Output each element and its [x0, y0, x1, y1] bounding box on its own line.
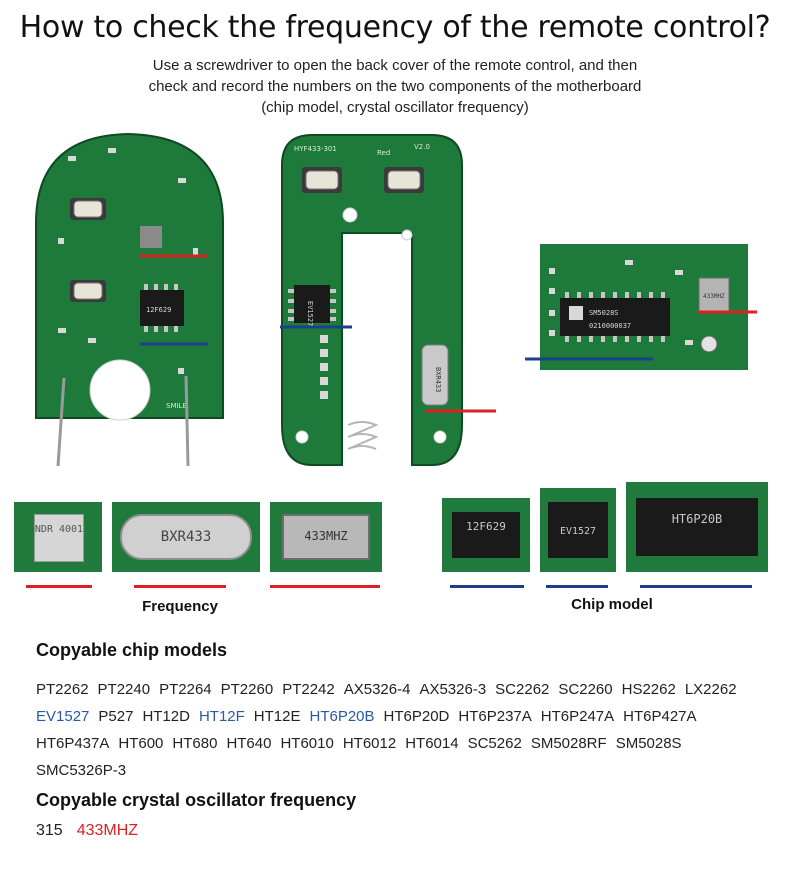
list-item: PT2240 [97, 681, 151, 698]
list-item: HS2262 [621, 681, 676, 698]
right-pcb-image: SM5028S 0210000037 433MHZ [525, 244, 757, 370]
list-item: HT6P20B [309, 708, 375, 725]
list-item: SC2260 [558, 681, 613, 698]
chip-thumb-12f629: 12F629 [442, 498, 530, 572]
433-component [282, 514, 370, 560]
list-item: PT2242 [282, 681, 335, 698]
list-item: HT6P20D [383, 708, 450, 725]
list-item: PT2264 [159, 681, 212, 698]
left-pcb-chip [140, 290, 184, 326]
ev1527-label: EV1527 [559, 526, 597, 537]
list-item: HT6P247A [540, 708, 615, 725]
right-pcb-chip-logo [569, 306, 583, 320]
list-item: HT6P437A [36, 735, 110, 752]
bxr-component [120, 514, 252, 560]
list-item: SMC5326P-3 [36, 762, 127, 779]
list-item: SM5028RF [530, 735, 607, 752]
middle-pcb-crystal [421, 344, 449, 406]
433-label: 433MHZ [304, 529, 348, 543]
left-pcb-chip-label: 12F629 [146, 306, 171, 314]
list-item: AX5326-3 [419, 681, 487, 698]
list-item: PT2262 [36, 681, 89, 698]
subtitle-line: Use a screwdriver to open the back cover… [152, 57, 638, 74]
left-pcb-crystal [140, 226, 162, 248]
list-item: 433MHZ [76, 822, 139, 839]
frequency-thumb-ndr: NDR 4001 [14, 502, 102, 572]
12f629-label: 12F629 [466, 520, 506, 533]
list-item: HT640 [226, 735, 272, 752]
chip-underline-2 [546, 585, 608, 588]
list-item: LX2262 [684, 681, 737, 698]
middle-pcb-image: HYF433-301 V2.0 Red EV1527 BXR433 [280, 134, 496, 466]
bxr-label: BXR433 [160, 529, 212, 545]
left-pcb-hole [89, 359, 151, 421]
chip-thumb-ht6p20b: HT6P20B [626, 482, 768, 572]
ht6p20b-component [636, 498, 758, 556]
list-item: P527 [98, 708, 134, 725]
list-item: HT6P237A [458, 708, 532, 725]
right-pcb-crystal [698, 277, 730, 313]
middle-pcb-chip-label: EV1527 [306, 301, 314, 326]
frequency-underline-3 [270, 585, 380, 588]
list-item: PT2260 [220, 681, 274, 698]
list-item: SC2262 [495, 681, 550, 698]
middle-pcb-silk-top: HYF433-301 [294, 145, 337, 153]
right-pcb-chip-label-2: 0210000037 [589, 322, 631, 330]
list-item: HT680 [172, 735, 218, 752]
list-item: EV1527 [36, 708, 90, 725]
list-item: AX5326-4 [343, 681, 411, 698]
middle-pcb-silk-red: Red [377, 149, 390, 157]
right-pcb-crystal-label: 433MHZ [703, 293, 725, 300]
middle-pcb-crystal-label: BXR433 [434, 367, 442, 392]
middle-pcb-spring [347, 421, 379, 450]
middle-pcb-button-right [387, 170, 421, 190]
crystal-frequency-heading: Copyable crystal oscillator frequency [36, 790, 357, 810]
left-pcb-button-top [73, 200, 103, 218]
chip-models-heading: Copyable chip models [36, 640, 228, 660]
list-item: 315 [36, 822, 63, 839]
list-item: SM5028S [615, 735, 682, 752]
list-item: HT600 [118, 735, 164, 752]
chip-underline-3 [640, 585, 752, 588]
page-title: How to check the frequency of the remote… [19, 10, 771, 45]
left-pcb-image: 12F629 SMILE [35, 132, 224, 467]
list-item: HT6P427A [623, 708, 697, 725]
list-item: HT12E [253, 708, 301, 725]
ht6p20b-label: HT6P20B [671, 512, 723, 526]
frequency-underline-2 [134, 585, 226, 588]
subtitle-line: (chip model, crystal oscillator frequenc… [261, 99, 529, 116]
chip-model-label: Chip model [571, 596, 653, 613]
12f629-component [452, 512, 520, 558]
page-subtitle: Use a screwdriver to open the back cover… [60, 55, 730, 118]
ndr-component [34, 514, 84, 562]
middle-pcb-chip [294, 285, 330, 323]
list-item: HT12F [198, 708, 245, 725]
frequency-thumb-433: 433MHZ [270, 502, 382, 572]
chip-models-list: PT2262 PT2240 PT2264 PT2260 PT2242 AX5326-4 AX… [36, 676, 766, 784]
ev1527-component [548, 502, 608, 558]
list-item: HT6010 [280, 735, 334, 752]
right-pcb-chip-label-1: SM5028S [589, 309, 619, 317]
chip-thumb-ev1527: EV1527 [540, 488, 616, 572]
crystal-frequency-list: 315 433MHZ [36, 822, 152, 840]
list-item: HT6014 [405, 735, 459, 752]
left-pcb-button-bottom [73, 282, 103, 300]
middle-pcb-button-left [305, 170, 339, 190]
middle-pcb-silk-ver: V2.0 [414, 143, 430, 151]
subtitle-line: check and record the numbers on the two … [148, 78, 642, 95]
frequency-thumb-bxr: BXR433 [112, 502, 260, 572]
chip-underline-1 [450, 585, 524, 588]
list-item: HT6012 [342, 735, 397, 752]
list-item: SC5262 [467, 735, 522, 752]
frequency-underline-1 [26, 585, 92, 588]
left-pcb-silk-text: SMILE [166, 402, 187, 410]
list-item: HT12D [142, 708, 190, 725]
ndr-label: NDR 4001 [34, 524, 84, 535]
frequency-label: Frequency [142, 598, 218, 615]
